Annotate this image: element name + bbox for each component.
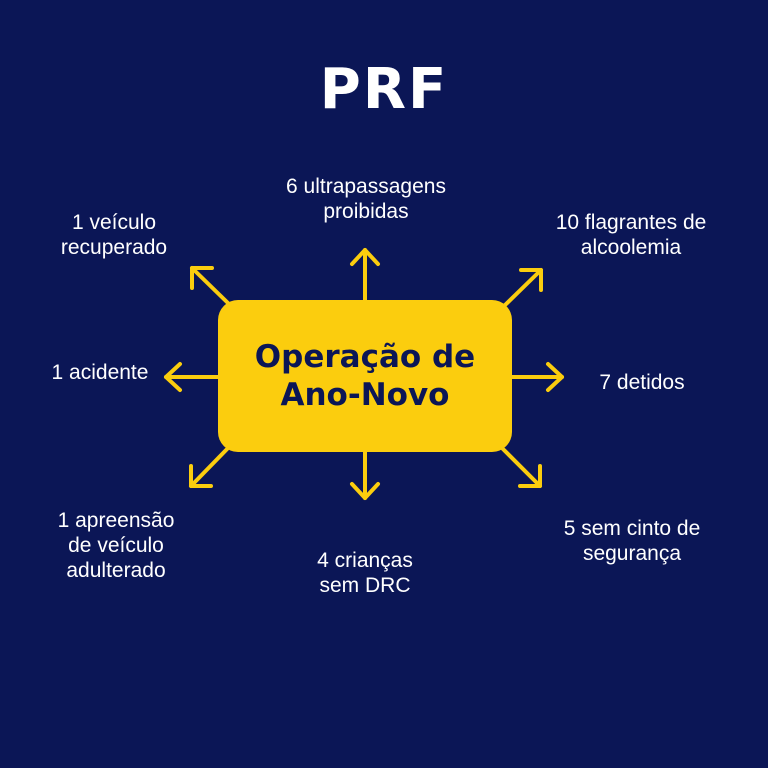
arrow-up-right-icon [500, 268, 543, 310]
arrow-down-left-icon [189, 444, 232, 488]
arrow-up-left-icon [190, 266, 232, 307]
center-topic-label: Operação de Ano-Novo [254, 339, 476, 413]
item-criancas: 4 crianças sem DRC [317, 549, 413, 597]
arrow-down-right-icon [498, 444, 542, 488]
item-acidente: 1 acidente [51, 361, 149, 384]
item-ultrapassagens: 6 ultrapassagens proibidas [286, 175, 446, 223]
arrow-down-icon [350, 450, 380, 500]
item-alcoolemia: 10 flagrantes de alcoolemia [555, 211, 707, 259]
item-veiculo-recuperado: 1 veículo recuperado [60, 211, 168, 259]
item-cinto: 5 sem cinto de segurança [563, 517, 701, 565]
prf-logo: PRF [319, 57, 449, 122]
arrow-up-icon [350, 248, 380, 302]
center-topic-box: Operação de Ano-Novo [218, 300, 512, 452]
arrow-left-icon [164, 362, 220, 392]
arrow-right-icon [510, 362, 564, 392]
item-detidos: 7 detidos [599, 371, 685, 394]
item-apreensao: 1 apreensão de veículo adulterado [57, 509, 175, 582]
